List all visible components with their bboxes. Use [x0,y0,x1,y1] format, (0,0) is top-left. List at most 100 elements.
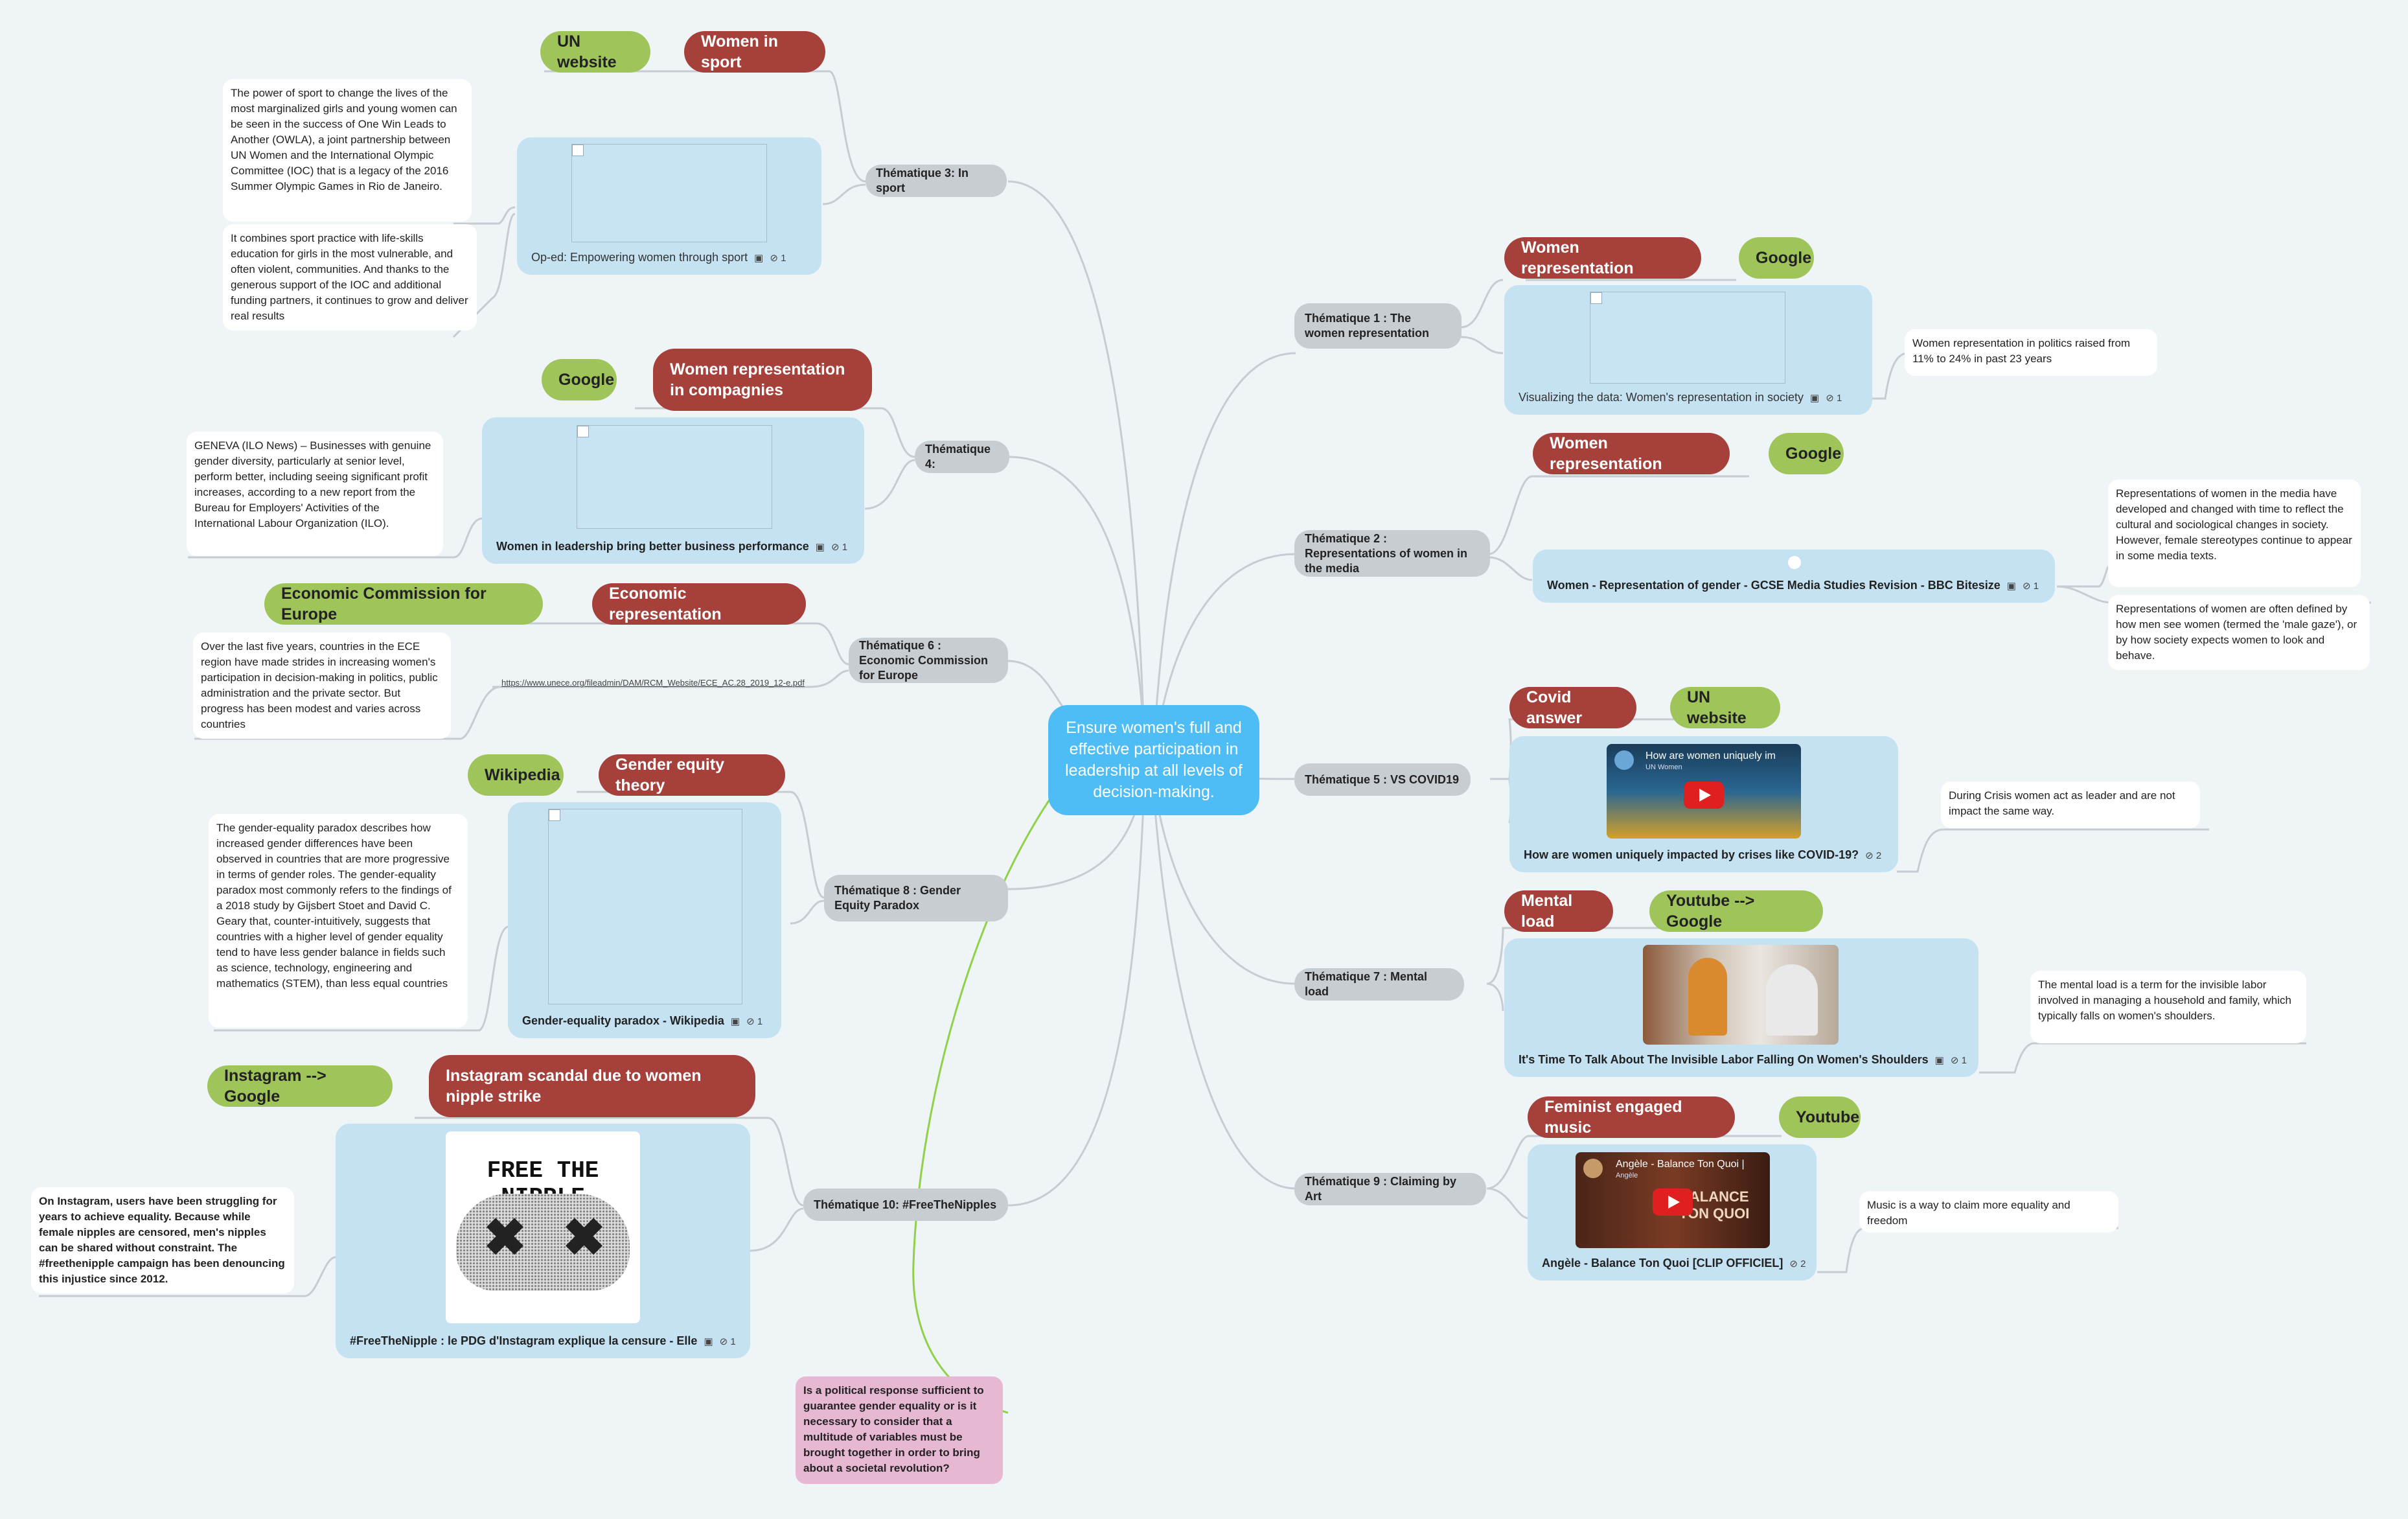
tag-youtube-google-7[interactable]: Youtube --> Google [1649,890,1823,932]
theme-8[interactable]: Thématique 8 : Gender Equity Paradox [824,875,1008,922]
tag-google-2[interactable]: Google [1769,433,1844,474]
theme-2[interactable]: Thématique 2 : Representations of women … [1294,530,1490,577]
link-count-icon: ⊘ 1 [2022,580,2039,592]
card-empowering-sport[interactable]: Op-ed: Empowering women through sport ▣ ⊘ … [517,137,821,275]
tag-economic-commission[interactable]: Economic Commission for Europe [264,583,543,625]
tag-economic-representation[interactable]: Economic representation [592,583,806,625]
channel-avatar [1583,1159,1603,1178]
tag-gender-equity-theory[interactable]: Gender equity theory [599,754,785,796]
video-thumbnail[interactable]: How are women uniquely im UN Women [1607,744,1801,839]
theme-9[interactable]: Thématique 9 : Claiming by Art [1294,1173,1486,1205]
tag-women-representation-2[interactable]: Women representation [1533,433,1730,474]
card-title-text: Women - Representation of gender - GCSE … [1547,579,2001,592]
note-t3b: It combines sport practice with life-ski… [223,224,477,330]
tag-covid-answer[interactable]: Covid answer [1509,687,1636,728]
card-title-text: Gender-equality paradox - Wikipedia [522,1014,724,1027]
video-title: How are women uniquely im [1645,750,1776,761]
image-icon: ▣ [704,1336,713,1347]
note-t2b: Representations of women are often defin… [2108,595,2370,670]
card-bbc-bitesize[interactable]: Women - Representation of gender - GCSE … [1533,550,2055,603]
card-title: Angèle - Balance Ton Quoi [CLIP OFFICIEL… [1542,1257,1806,1270]
tag-instagram-google[interactable]: Instagram --> Google [207,1065,393,1107]
play-icon[interactable] [1653,1189,1693,1216]
card-title-text: #FreeTheNipple : le PDG d'Instagram expl… [350,1334,698,1347]
tag-women-representation-1[interactable]: Women representation [1504,237,1701,279]
tag-women-compagnies[interactable]: Women representation in compagnies [653,349,872,411]
theme-5[interactable]: Thématique 5 : VS COVID19 [1294,763,1471,796]
link-count-icon: ⊘ 2 [1865,850,1882,861]
card-invisible-labor[interactable]: It's Time To Talk About The Invisible La… [1504,938,1978,1077]
note-t5: During Crisis women act as leader and ar… [1941,782,2200,828]
x-mark-right-icon: ✖ [562,1209,606,1266]
video-channel: Angèle [1616,1172,1638,1179]
tag-feminist-music[interactable]: Feminist engaged music [1528,1096,1735,1138]
card-gender-paradox-wiki[interactable]: Gender-equality paradox - Wikipedia ▣ ⊘ 1 [508,802,781,1038]
note-t4: GENEVA (ILO News) – Businesses with genu… [187,432,443,556]
image-placeholder [1590,292,1785,384]
image-icon: ▣ [754,252,764,264]
note-t7: The mental load is a term for the invisi… [2030,971,2306,1043]
link-count-icon: ⊘ 2 [1789,1258,1806,1270]
tag-instagram-scandal[interactable]: Instagram scandal due to women nipple st… [429,1055,755,1117]
card-title-text: How are women uniquely impacted by crise… [1524,848,1859,861]
image-icon: ▣ [1934,1054,1944,1066]
link-count-icon: ⊘ 1 [746,1015,763,1027]
card-title-text: Visualizing the data: Women's representa… [1519,391,1804,404]
theme-10[interactable]: Thématique 10: #FreeTheNipples [803,1189,1008,1221]
card-title: It's Time To Talk About The Invisible La… [1519,1053,1967,1067]
note-t8: The gender-equality paradox describes ho… [209,814,468,1028]
card-title: Op-ed: Empowering women through sport ▣ ⊘ … [531,251,786,264]
card-title-text: Angèle - Balance Ton Quoi [CLIP OFFICIEL… [1542,1257,1783,1270]
image-icon: ▣ [2006,580,2016,592]
image-placeholder-dot [1788,556,1801,569]
channel-avatar [1614,750,1634,770]
tag-google-4[interactable]: Google [542,359,617,400]
image-placeholder [577,425,772,529]
video-title: Angèle - Balance Ton Quoi | [1616,1159,1745,1170]
tag-wikipedia[interactable]: Wikipedia [468,754,564,796]
link-count-icon: ⊘ 1 [770,252,786,264]
link-count-icon: ⊘ 1 [831,541,848,553]
tag-un-website-5[interactable]: UN website [1670,687,1780,728]
tag-youtube-9[interactable]: Youtube [1779,1096,1861,1138]
image-icon: ▣ [815,541,825,553]
tag-women-in-sport[interactable]: Women in sport [684,31,825,73]
card-title-text: Op-ed: Empowering women through sport [531,251,748,264]
theme-7[interactable]: Thématique 7 : Mental load [1294,968,1464,1001]
person-figure-left [1688,958,1727,1036]
image-icon: ▣ [730,1015,740,1027]
card-title: Women in leadership bring better busines… [496,540,847,553]
card-title: Gender-equality paradox - Wikipedia ▣ ⊘ 1 [522,1014,763,1028]
halftone-figure [456,1194,630,1291]
note-t6: Over the last five years, countries in t… [193,632,451,739]
card-title-text: Women in leadership bring better busines… [496,540,809,553]
tag-mental-load[interactable]: Mental load [1504,890,1613,932]
video-thumbnail[interactable]: Angèle - Balance Ton Quoi | Angèle BALAN… [1576,1152,1770,1248]
theme-4[interactable]: Thématique 4: [915,441,1009,473]
note-t2a: Representations of women in the media ha… [2108,480,2361,587]
tag-google-1[interactable]: Google [1739,237,1814,279]
link-count-icon: ⊘ 1 [1950,1054,1967,1066]
unece-pdf-link[interactable]: https://www.unece.org/fileadmin/DAM/RCM_… [501,678,805,688]
card-covid-video[interactable]: How are women uniquely im UN Women How a… [1509,736,1898,872]
image-icon: ▣ [1810,392,1820,404]
card-angele-video[interactable]: Angèle - Balance Ton Quoi | Angèle BALAN… [1528,1144,1817,1281]
note-t9: Music is a way to claim more equality an… [1859,1191,2118,1233]
play-icon[interactable] [1684,782,1724,809]
note-t3a: The power of sport to change the lives o… [223,79,472,222]
theme-1[interactable]: Thématique 1 : The women representation [1294,303,1462,349]
card-women-leadership[interactable]: Women in leadership bring better busines… [482,417,864,564]
tag-un-website-3[interactable]: UN website [540,31,650,73]
card-freethenipple-elle[interactable]: FREE THE NIPPLE ✖ ✖ #FreeTheNipple : le … [336,1124,750,1358]
theme-6[interactable]: Thématique 6 : Economic Commission for E… [849,638,1008,683]
card-title-text: It's Time To Talk About The Invisible La… [1519,1053,1929,1066]
card-women-representation-society[interactable]: Visualizing the data: Women's representa… [1504,285,1872,415]
card-title: How are women uniquely impacted by crise… [1524,848,1881,862]
video-channel: UN Women [1645,763,1682,771]
freethenipple-image: FREE THE NIPPLE ✖ ✖ [446,1131,640,1323]
card-title: Women - Representation of gender - GCSE … [1547,579,2039,592]
question-node[interactable]: Is a political response sufficient to gu… [796,1376,1003,1484]
central-topic[interactable]: Ensure women's full and effective partic… [1048,705,1259,815]
note-t10: On Instagram, users have been struggling… [31,1187,294,1293]
theme-3[interactable]: Thématique 3: In sport [866,165,1007,197]
